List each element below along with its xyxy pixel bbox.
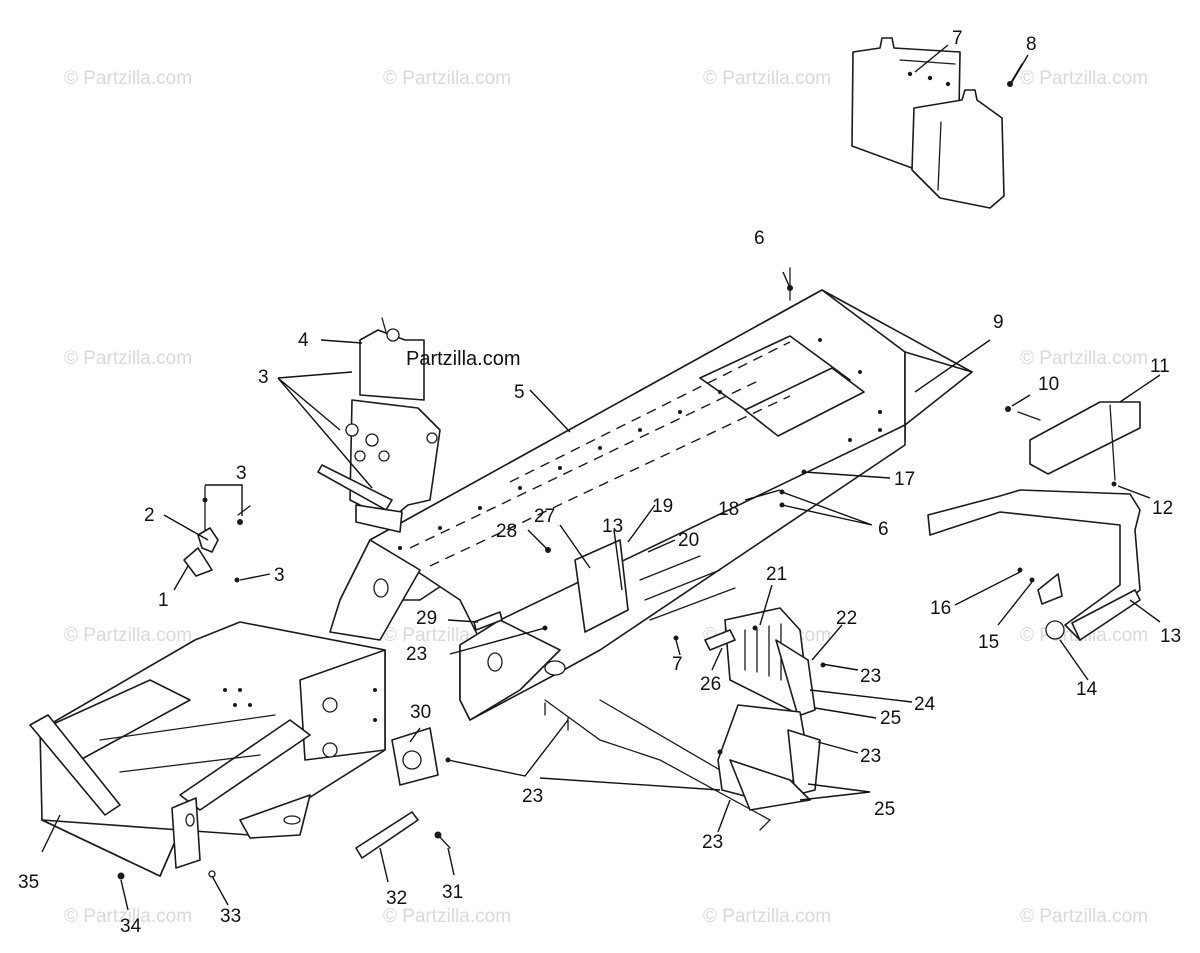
callout-26: 26 — [700, 674, 721, 695]
callout-23: 23 — [860, 746, 881, 767]
callout-17: 17 — [894, 469, 915, 490]
callout-23: 23 — [406, 644, 427, 665]
callout-23: 23 — [702, 832, 723, 853]
fasteners — [473, 267, 807, 641]
watermark: © Partzilla.com — [1020, 348, 1148, 369]
strap-and-bolt — [355, 811, 451, 859]
callout-7: 7 — [952, 28, 963, 49]
watermark: © Partzilla.com — [703, 68, 831, 89]
tunnel — [329, 289, 973, 651]
callout-3: 3 — [236, 463, 247, 484]
callout-23: 23 — [860, 666, 881, 687]
watermark: © Partzilla.com — [1020, 68, 1148, 89]
watermarks: © Partzilla.com © Partzilla.com © Partzi… — [64, 68, 1148, 927]
callout-18: 18 — [718, 499, 739, 520]
callout-27: 27 — [534, 506, 555, 527]
watermark: © Partzilla.com — [1020, 906, 1148, 927]
callout-22: 22 — [836, 608, 857, 629]
watermark: © Partzilla.com — [64, 625, 192, 646]
leader-lines — [41, 44, 1161, 911]
callout-9: 9 — [993, 312, 1004, 333]
callout-13: 13 — [602, 516, 623, 537]
callout-16: 16 — [930, 598, 951, 619]
brand-label: Partzilla.com — [406, 348, 520, 370]
callout-34: 34 — [120, 916, 142, 937]
callout-3: 3 — [274, 565, 285, 586]
callout-20: 20 — [678, 530, 699, 551]
callout-13: 13 — [1160, 626, 1181, 647]
callout-21: 21 — [766, 564, 787, 585]
callout-7: 7 — [672, 654, 683, 675]
watermark: © Partzilla.com — [64, 68, 192, 89]
mount-plate — [391, 727, 451, 786]
watermark: © Partzilla.com — [64, 348, 192, 369]
callout-23: 23 — [522, 786, 543, 807]
front-frame — [29, 621, 386, 880]
watermark: © Partzilla.com — [383, 906, 511, 927]
callout-1: 1 — [158, 590, 169, 611]
callout-2: 2 — [144, 505, 155, 526]
callout-3: 3 — [258, 367, 269, 388]
upper-bracket — [317, 317, 441, 533]
callout-25: 25 — [880, 708, 901, 729]
rear-bumper — [927, 401, 1141, 641]
callout-32: 32 — [386, 888, 407, 909]
callout-29: 29 — [416, 608, 437, 629]
callout-33: 33 — [220, 906, 241, 927]
watermark: © Partzilla.com — [703, 906, 831, 927]
callouts: 7 8 12 6 9 11 10 4 3 5 17 18 6 3 2 19 27… — [18, 28, 1181, 937]
rear-brackets — [704, 607, 826, 811]
callout-11: 11 — [1150, 356, 1170, 377]
callout-25: 25 — [874, 799, 895, 820]
callout-30: 30 — [410, 702, 431, 723]
callout-19: 19 — [652, 496, 673, 517]
callout-8: 8 — [1026, 34, 1037, 55]
callout-35: 35 — [18, 872, 39, 893]
callout-12: 12 — [1152, 498, 1173, 519]
callout-4: 4 — [298, 330, 309, 351]
small-bracket — [183, 485, 251, 583]
callout-31: 31 — [442, 882, 463, 903]
callout-5: 5 — [514, 382, 525, 403]
callout-15: 15 — [978, 632, 999, 653]
watermark: © Partzilla.com — [383, 68, 511, 89]
callout-14: 14 — [1076, 679, 1098, 700]
callout-6: 6 — [878, 519, 889, 540]
callout-10: 10 — [1038, 374, 1059, 395]
watermark: © Partzilla.com — [64, 906, 192, 927]
callout-24: 24 — [914, 694, 936, 715]
callout-6: 6 — [754, 228, 765, 249]
flap-assembly — [851, 37, 1023, 209]
callout-28: 28 — [496, 521, 517, 542]
